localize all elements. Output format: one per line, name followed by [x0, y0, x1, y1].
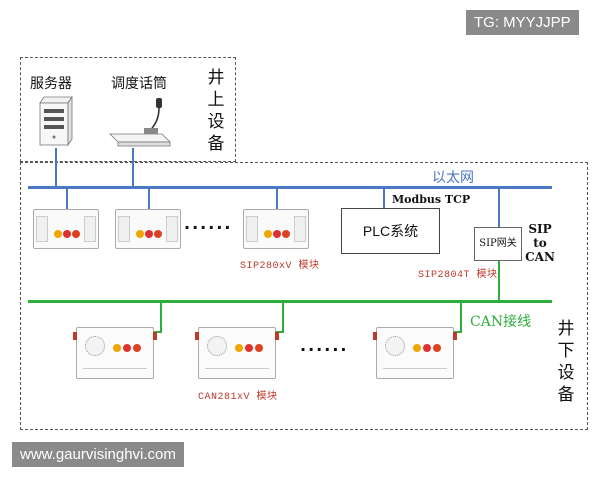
underground-equipment-label: 井下设备 — [557, 319, 575, 405]
sip-gateway-connector-bottom — [498, 261, 500, 301]
plc-system-label: PLC系统 — [362, 223, 419, 239]
sip280-module — [115, 209, 181, 249]
dispatch-mic-label: 调度话筒 — [111, 76, 167, 92]
can281-panel — [73, 327, 157, 379]
ethernet-label: 以太网 — [432, 170, 474, 186]
module-ellipsis: ······ — [184, 218, 233, 237]
sip-gateway-label: SIP网关 — [479, 238, 517, 249]
can-bus-line — [28, 300, 552, 303]
server-icon — [38, 95, 74, 147]
server-label: 服务器 — [30, 76, 72, 92]
underground-equipment-frame — [20, 162, 588, 430]
surface-equipment-label: 井上设备 — [207, 68, 225, 154]
panel-ellipsis: ······ — [300, 340, 349, 359]
surface-equipment-frame — [20, 57, 236, 162]
modbus-tcp-label: Modbus TCP — [392, 193, 471, 206]
sip-to-can-label: SIP to CAN — [525, 222, 555, 264]
sip2804-module-label: SIP2804T 模块 — [418, 270, 498, 281]
panel-2-connector — [282, 303, 284, 333]
panel-3-connector — [460, 303, 462, 333]
sip-gateway-box: SIP网关 — [474, 227, 522, 261]
sip280-module — [243, 209, 309, 249]
can281-panel — [195, 327, 279, 379]
can281-panel — [373, 327, 457, 379]
plc-system-box: PLC系统 — [341, 208, 440, 254]
can-bus-label: CAN接线 — [470, 314, 532, 330]
module-2-connector — [148, 189, 150, 209]
server-connector — [55, 148, 57, 186]
sip280-module-label: SIP280xV 模块 — [240, 261, 320, 272]
plc-connector — [383, 189, 385, 208]
watermark-bottom: www.gaurvisinghvi.com — [12, 442, 184, 467]
module-1-connector — [66, 189, 68, 209]
sip-gateway-connector-top — [498, 189, 500, 227]
watermark-top: TG: MYYJJPP — [466, 10, 579, 35]
panel-1-connector — [160, 303, 162, 333]
module-3-connector — [276, 189, 278, 209]
mic-connector — [132, 148, 134, 186]
ethernet-bus-line — [28, 186, 552, 189]
dispatch-microphone-icon — [104, 94, 176, 150]
can281-module-label: CAN281xV 模块 — [198, 392, 278, 403]
sip280-module — [33, 209, 99, 249]
